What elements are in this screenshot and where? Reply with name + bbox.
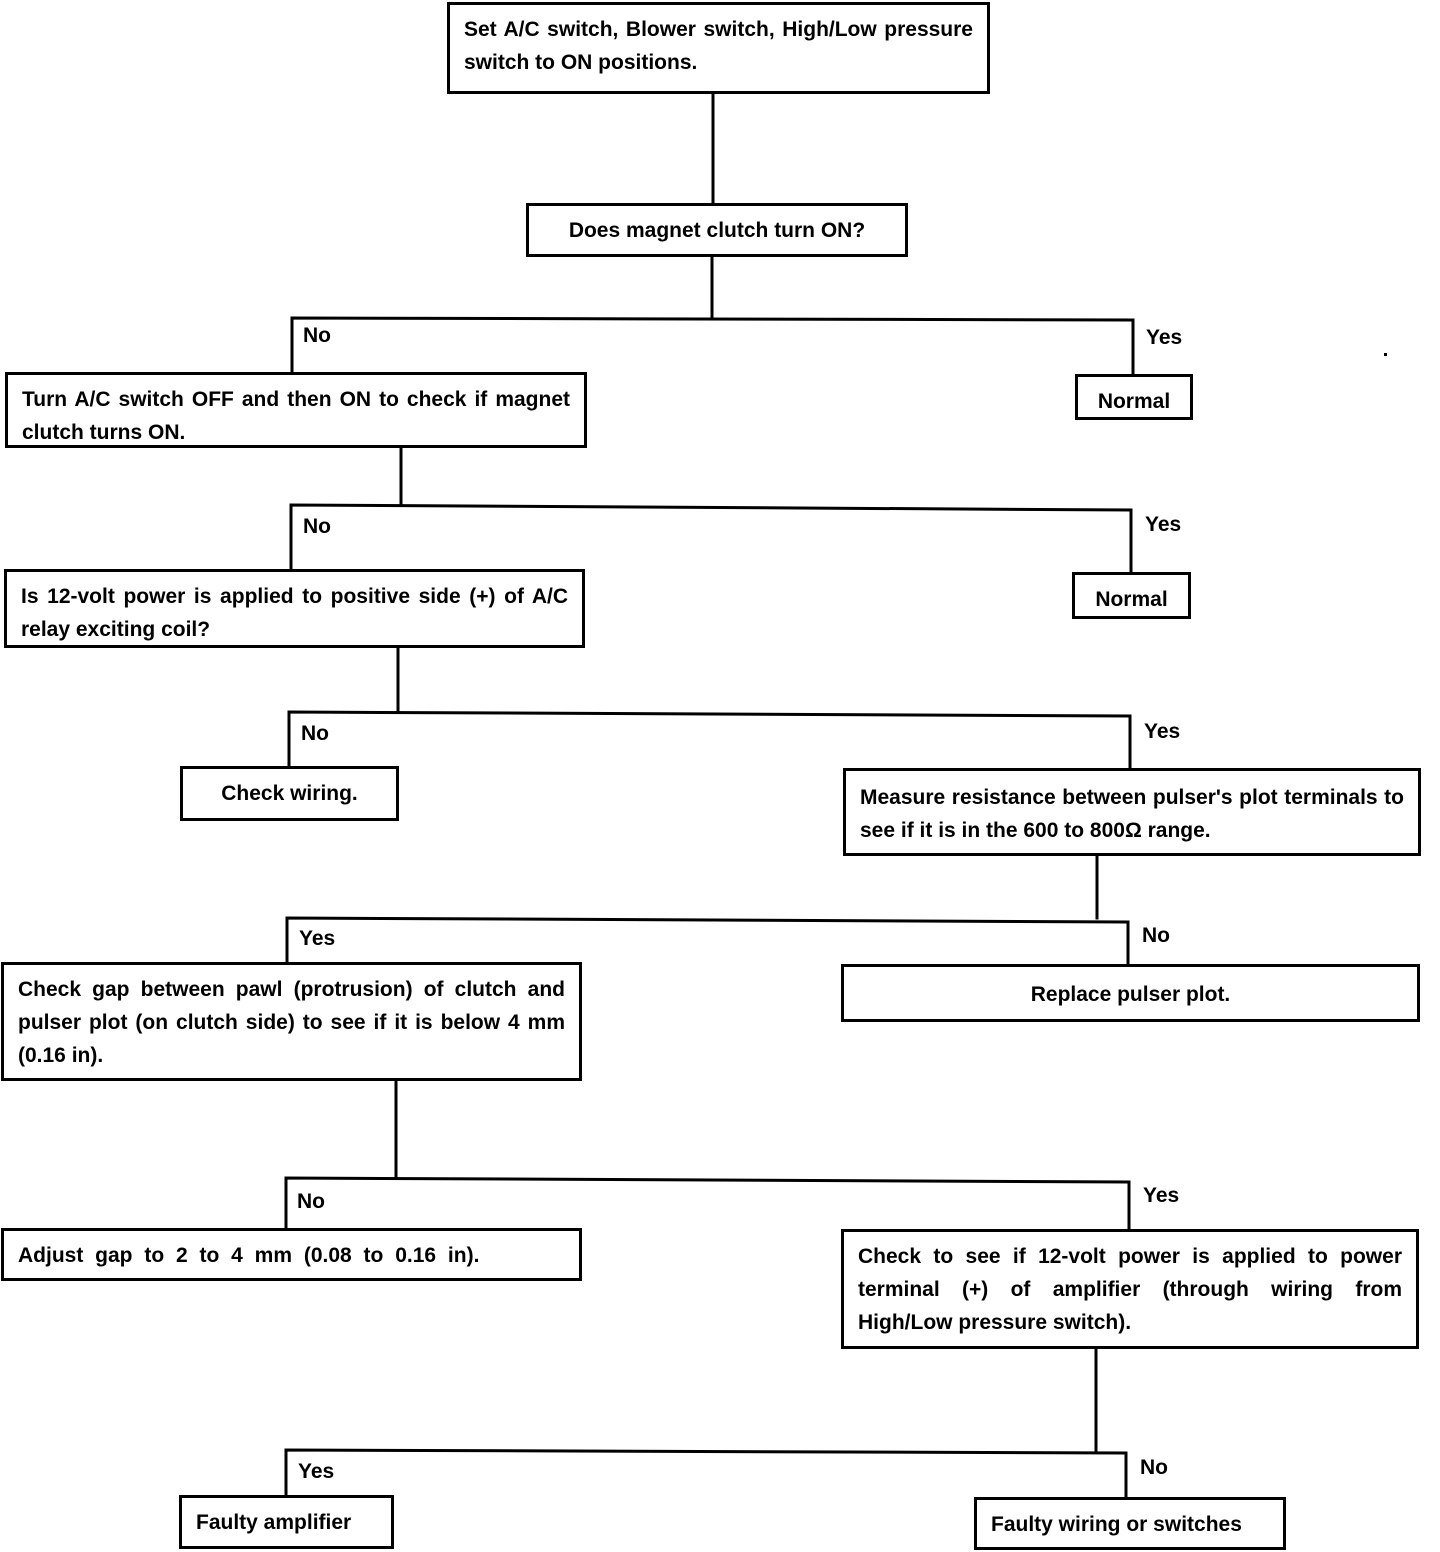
branch-label-yes: Yes [1145, 513, 1182, 536]
faulty-amplifier-box: Faulty amplifier [179, 1495, 394, 1549]
connector [284, 1448, 1128, 1500]
check-wiring-box: Check wiring. [180, 766, 399, 821]
branch-label-no: No [297, 1190, 325, 1213]
faulty-wiring-box: Faulty wiring or switches [974, 1497, 1286, 1550]
connector [287, 710, 1132, 771]
branch-label-yes: Yes [299, 927, 336, 950]
branch-label-no: No [303, 515, 331, 538]
connector [285, 916, 1130, 968]
start-box: Set A/C switch, Blower switch, High/Low … [447, 2, 990, 94]
branch-label-no: No [301, 722, 329, 745]
branch-label-yes: Yes [1143, 1184, 1180, 1207]
branch-label-yes: Yes [298, 1460, 335, 1483]
adjust-gap-box: Adjust gap to 2 to 4 mm (0.08 to 0.16 in… [1, 1228, 582, 1281]
replace-pulser-box: Replace pulser plot. [841, 964, 1420, 1022]
stray-dot [1384, 353, 1387, 356]
branch-label-no: No [1142, 924, 1170, 947]
check-gap-box: Check gap between pawl (protrusion) of c… [1, 962, 582, 1081]
connector [290, 316, 1135, 377]
normal-box-2: Normal [1072, 572, 1191, 619]
branch-label-yes: Yes [1144, 720, 1181, 743]
clutch-question-box: Does magnet clutch turn ON? [526, 203, 908, 257]
normal-box-1: Normal [1075, 374, 1193, 420]
relay-power-question-box: Is 12-volt power is applied to positive … [4, 569, 585, 648]
connector [289, 503, 1133, 575]
measure-resistance-box: Measure resistance between pulser's plot… [843, 768, 1421, 856]
branch-label-no: No [303, 324, 331, 347]
connector [284, 1176, 1131, 1232]
branch-label-yes: Yes [1146, 326, 1183, 349]
amplifier-power-check-box: Check to see if 12-volt power is applied… [841, 1229, 1419, 1349]
toggle-switch-box: Turn A/C switch OFF and then ON to check… [5, 372, 587, 448]
branch-label-no: No [1140, 1456, 1168, 1479]
